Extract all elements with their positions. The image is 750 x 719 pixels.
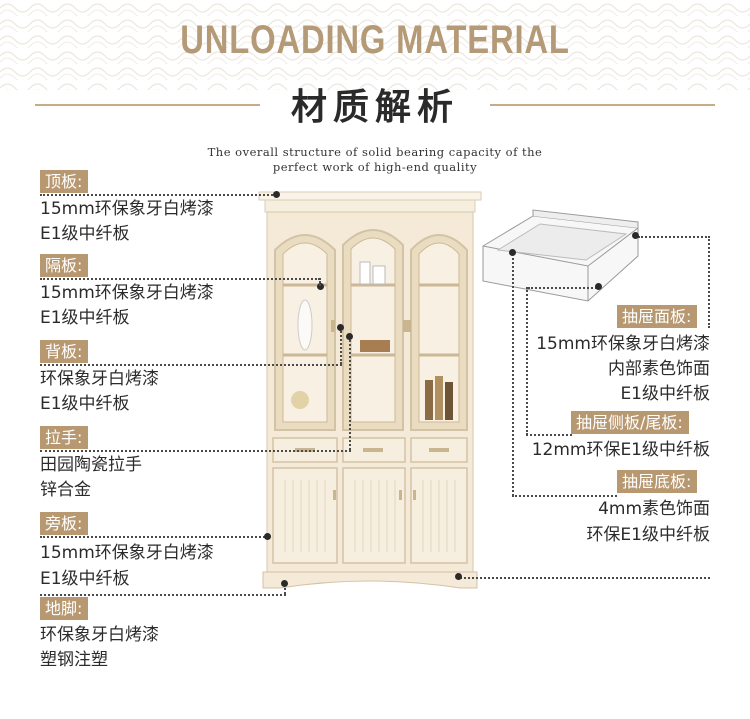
label-drawer-side: 抽屉侧板/尾板: [571,411,689,434]
dot-side-panel [264,533,271,540]
shelf-line-2: E1级中纤板 [40,308,130,328]
leader-handle [40,450,351,452]
dot-drawer-bottom [509,249,516,256]
leader-drawer-side [528,287,600,289]
top-panel-line-1: 15mm环保象牙白烤漆 [40,199,214,219]
leader-foot-v [284,584,286,594]
leader-shelf [40,278,320,280]
description-line-2: perfect work of high-end quality [272,160,478,174]
drawer-front-line-3: E1级中纤板 [620,384,710,404]
label-top-panel: 顶板: [40,170,89,193]
back-panel-line-1: 环保象牙白烤漆 [40,369,159,389]
dot-foot [281,580,288,587]
drawer-image [482,209,639,302]
leader-shelf-v [319,278,321,286]
leader-drawer-front [638,236,710,238]
leader-side-panel [40,536,268,538]
dot-top-panel [273,191,280,198]
foot-line-2: 塑钢注塑 [40,650,108,670]
label-foot: 地脚: [40,597,89,620]
dot-drawer-front [632,232,639,239]
dot-back-panel [337,324,344,331]
drawer-side-line-1: 12mm环保E1级中纤板 [531,440,710,460]
leader-top-panel [40,194,276,196]
top-panel-line-2: E1级中纤板 [40,224,130,244]
leader-handle-v [349,336,351,450]
back-panel-line-2: E1级中纤板 [40,394,130,414]
dot-shelf [317,283,324,290]
leader-back-panel [40,364,342,366]
label-side-panel: 旁板: [40,512,89,535]
label-back-panel: 背板: [40,340,89,363]
leader-drawer-side-v [526,287,528,435]
drawer-bottom-line-1: 4mm素色饰面 [598,499,710,519]
side-panel-line-1: 15mm环保象牙白烤漆 [40,543,214,563]
leader-drawer-side-h2 [526,434,572,436]
label-handle: 拉手: [40,426,89,449]
bookcase-image [258,191,482,589]
divider-left [35,104,260,106]
dot-handle [346,333,353,340]
label-drawer-front: 抽屉面板: [617,305,698,328]
description-line-1: The overall structure of solid bearing c… [207,145,543,159]
page-title-en: UNLOADING MATERIAL [180,18,570,62]
label-shelf: 隔板: [40,254,89,277]
handle-line-1: 田园陶瓷拉手 [40,455,142,475]
handle-line-2: 锌合金 [40,480,91,500]
leader-foot [40,594,286,596]
page-title-cn: 材质解析 [290,87,459,128]
leader-drawer-front-v [708,236,710,328]
leader-drawer-bottom-v [512,253,514,496]
leader-drawer-bottom [512,495,617,497]
dot-base [455,573,462,580]
leader-back-panel-v [340,328,342,364]
drawer-front-line-1: 15mm环保象牙白烤漆 [536,334,710,354]
dot-drawer-side [595,283,602,290]
label-drawer-bottom: 抽屉底板: [617,470,698,493]
drawer-bottom-line-2: 环保E1级中纤板 [586,525,710,545]
divider-right [490,104,715,106]
foot-line-1: 环保象牙白烤漆 [40,625,159,645]
shelf-line-1: 15mm环保象牙白烤漆 [40,283,214,303]
leader-base [460,577,710,579]
side-panel-line-2: E1级中纤板 [40,569,130,589]
drawer-front-line-2: 内部素色饰面 [608,359,710,379]
header-pattern [0,0,750,90]
